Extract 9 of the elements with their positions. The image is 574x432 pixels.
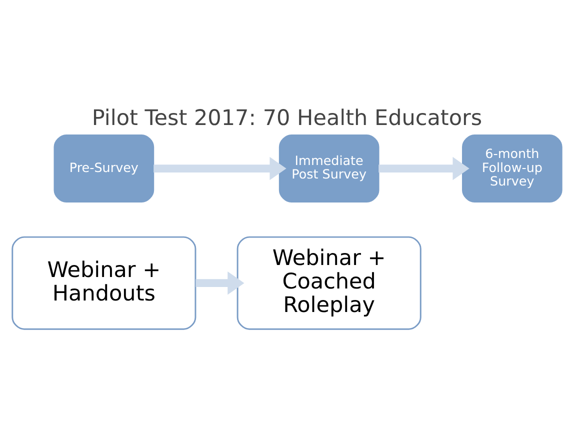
node-box: Webinar + Coached Roleplay	[236, 236, 422, 330]
node-box: Immediate Post Survey	[278, 134, 380, 202]
arrow	[378, 156, 470, 180]
node-box: Webinar + Handouts	[12, 236, 196, 330]
node-box: Pre-Survey	[54, 134, 154, 202]
arrow	[154, 156, 286, 180]
node-box: 6-month Follow-up Survey	[462, 134, 562, 202]
arrow	[196, 270, 244, 294]
diagram-title: Pilot Test 2017: 70 Health Educators	[92, 106, 482, 131]
